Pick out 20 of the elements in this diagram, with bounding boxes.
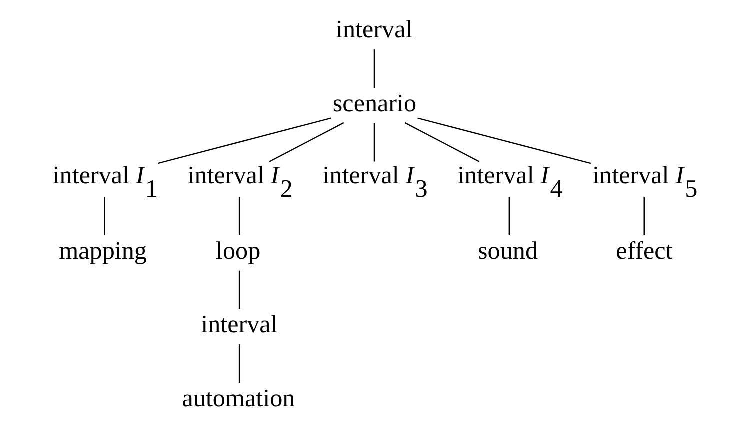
connector [508, 197, 510, 236]
connector [373, 123, 375, 162]
node-text: interval [336, 16, 412, 44]
connector [417, 118, 591, 164]
node-text: interval [200, 312, 278, 339]
connector [157, 118, 331, 164]
node-text: mapping [58, 238, 146, 265]
connector [373, 50, 375, 88]
connector [268, 122, 344, 162]
connector [238, 197, 240, 236]
node-text: sound [478, 238, 538, 265]
node-text: automation [182, 385, 295, 412]
connector [404, 122, 480, 162]
node-text: loop [216, 238, 260, 265]
connector [238, 270, 240, 310]
connector [238, 344, 240, 383]
connector [643, 197, 644, 236]
connector [104, 197, 105, 236]
node-text: scenario [332, 90, 416, 118]
node-text: effect [616, 238, 672, 265]
